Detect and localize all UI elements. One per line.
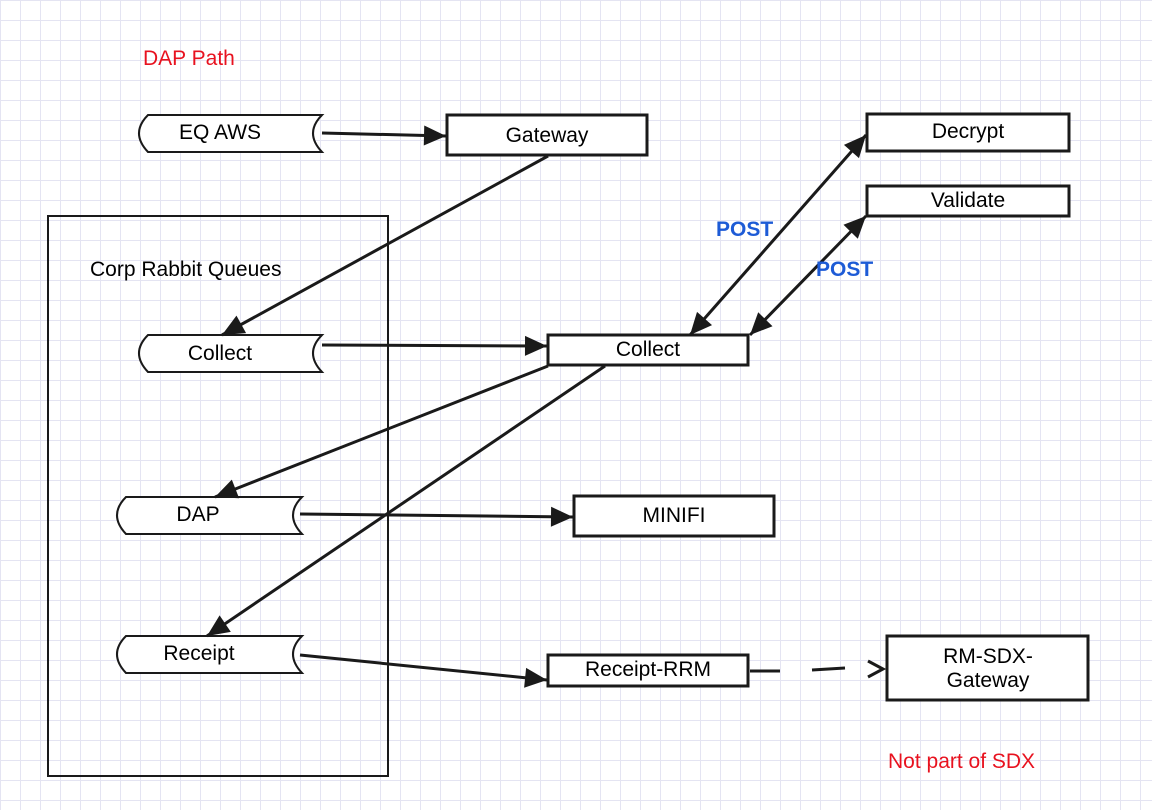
- rabbit-queues-container: [47, 215, 389, 777]
- validate-label: Validate: [930, 188, 1006, 212]
- gateway-box[interactable]: [445, 113, 649, 157]
- queue-receipt-shape[interactable]: [116, 635, 305, 674]
- edge-collect-validate-post-arrowhead-end: [843, 216, 866, 239]
- edge-receipt-to-receipt-rrm: [299, 653, 548, 682]
- edge-collect-to-dap-queue-arrowhead-end: [215, 479, 240, 499]
- collect-service-box[interactable]: [546, 333, 750, 367]
- edge-collect-validate-post: [748, 214, 868, 337]
- minifi-box[interactable]: [572, 494, 776, 538]
- receipt-rrm-box[interactable]: [546, 653, 750, 688]
- edge-gateway-to-collect-queue: [221, 154, 549, 337]
- edge-collect-validate-post-arrowhead-start: [750, 312, 773, 335]
- edge-collect-to-dap-queue: [214, 364, 549, 499]
- edge-receipt-rrm-to-rm-sdx-gateway-segment-2: [811, 666, 846, 672]
- diagram-title: DAP Path: [143, 47, 235, 70]
- validate-box[interactable]: [865, 184, 1071, 218]
- queue-collect-shape[interactable]: [138, 334, 325, 373]
- edge-collect-decrypt-post-arrowhead-end: [843, 135, 866, 159]
- note-not-part-of-sdx: Not part of SDX: [888, 750, 1036, 773]
- edge-label-post-decrypt: POST: [716, 218, 774, 241]
- edge-collect-decrypt-post-arrowhead-start: [690, 311, 713, 335]
- edge-dap-to-minifi: [299, 512, 574, 519]
- queue-receipt-label: Receipt: [163, 641, 235, 665]
- edge-receipt-rrm-to-rm-sdx-gateway-chevron: [867, 659, 887, 679]
- edge-label-post-validate: POST: [816, 258, 874, 281]
- edge-collect-queue-to-collect-service-arrowhead-end: [524, 335, 547, 356]
- edge-collect-to-receipt-queue-arrowhead-end: [207, 615, 231, 636]
- edge-collect-decrypt-post: [688, 134, 868, 336]
- edge-gateway-to-collect-queue-arrowhead-end: [222, 315, 247, 335]
- edge-receipt-to-receipt-rrm-arrowhead-end: [524, 667, 547, 688]
- decrypt-box[interactable]: [865, 112, 1071, 153]
- queue-eq-aws-shape[interactable]: [138, 114, 325, 153]
- edge-eq-aws-to-gateway-arrowhead-end: [423, 125, 446, 146]
- queue-collect-label: Collect: [187, 341, 253, 365]
- queue-dap-label: DAP: [176, 502, 220, 526]
- decrypt-label: Decrypt: [931, 119, 1005, 143]
- collect-service-label: Collect: [615, 337, 681, 361]
- container-label: Corp Rabbit Queues: [90, 258, 282, 281]
- rm-sdx-gateway-box[interactable]: [885, 634, 1090, 702]
- edge-collect-queue-to-collect-service: [321, 343, 548, 348]
- receipt-rrm-label: Receipt-RRM: [584, 658, 712, 682]
- rm-sdx-gateway-label: RM-SDX-Gateway: [943, 644, 1033, 692]
- gateway-label: Gateway: [505, 123, 589, 147]
- minifi-label: MINIFI: [642, 504, 706, 528]
- queue-eq-aws-label: EQ AWS: [178, 120, 262, 144]
- edge-dap-to-minifi-arrowhead-end: [550, 506, 573, 527]
- queue-dap-shape[interactable]: [116, 496, 305, 535]
- edge-collect-to-receipt-queue: [206, 364, 606, 638]
